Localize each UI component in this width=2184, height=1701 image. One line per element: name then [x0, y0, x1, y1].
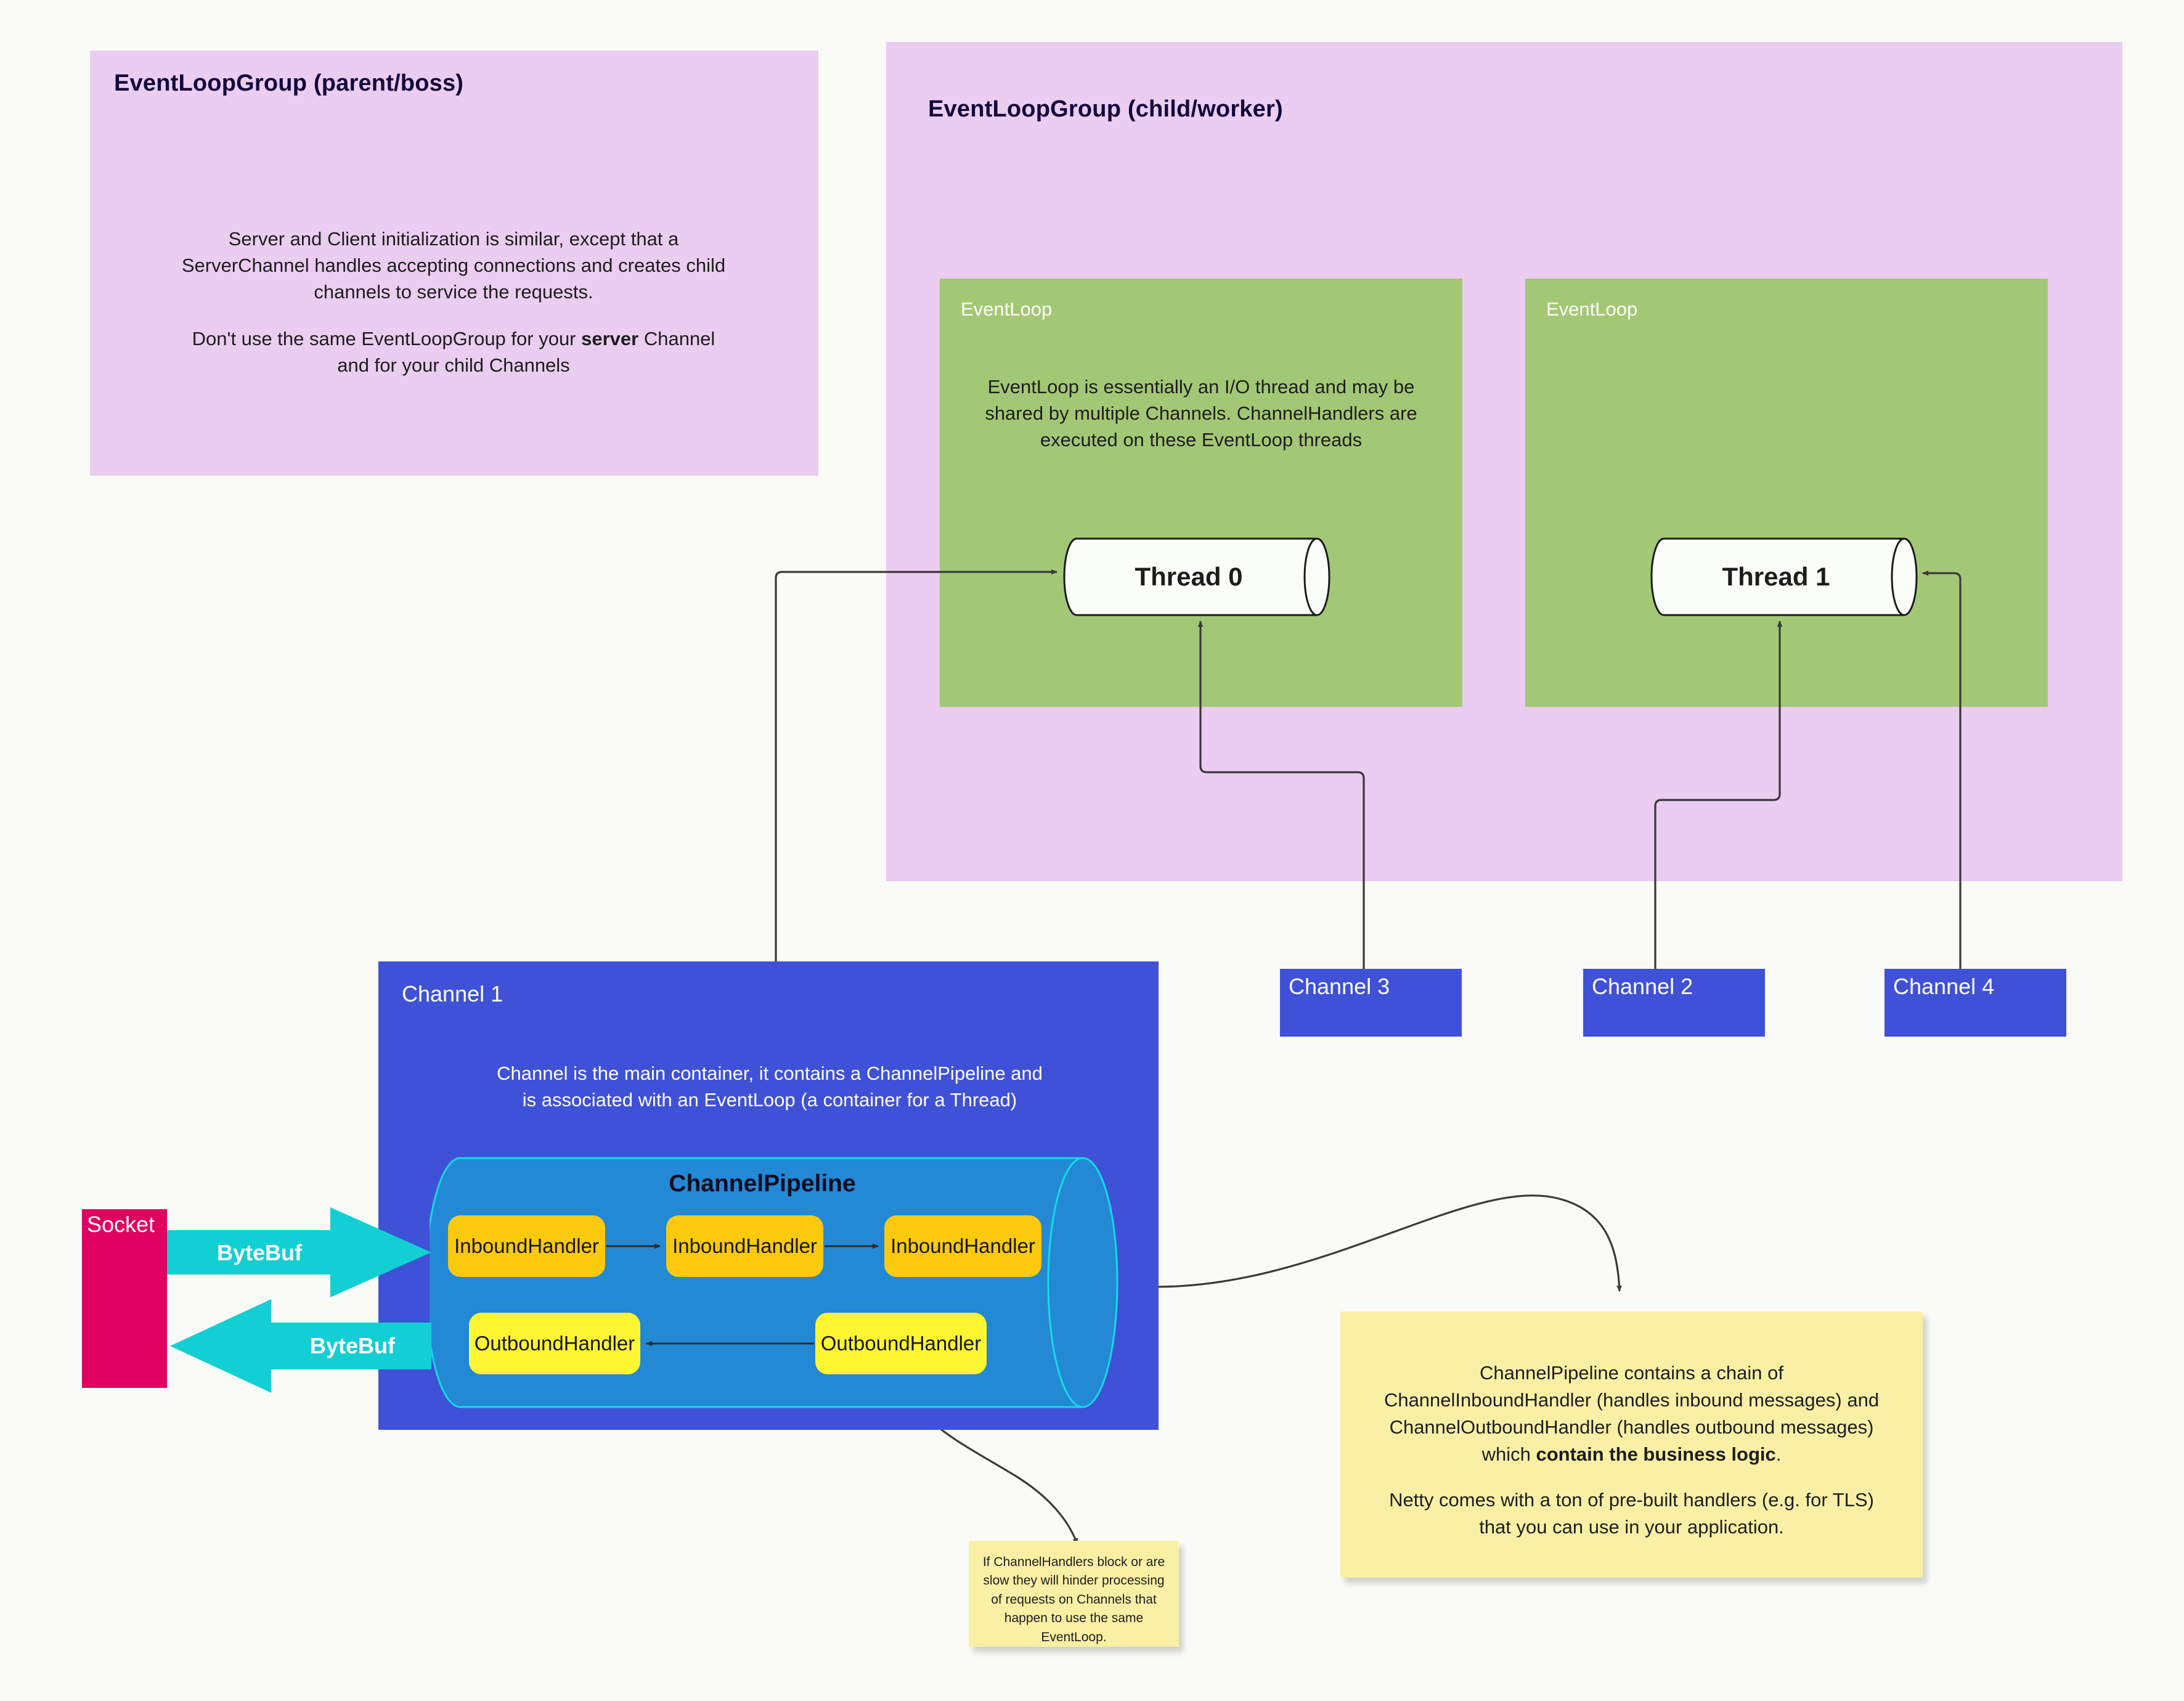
inbound-handler-3[interactable]: InboundHandler — [884, 1215, 1041, 1277]
note-cp-p1-post: . — [1775, 1443, 1782, 1466]
channel-label-1: Channel 1 — [402, 981, 503, 1006]
note-blocking-handlers: If ChannelHandlers block or are slow the… — [969, 1541, 1179, 1647]
eventloopgroup-parent-title: EventLoopGroup (parent/boss) — [114, 70, 464, 96]
note-channelpipeline: ChannelPipeline contains a chain of Chan… — [1340, 1311, 1923, 1578]
eventloop-box-0: EventLoop EventLoop is essentially an I/… — [940, 279, 1462, 707]
channel-pipeline: ChannelPipeline InboundHandler InboundHa… — [430, 1157, 1132, 1408]
parent-paragraph-2-bold: server — [581, 328, 639, 350]
eventloop-title-0: EventLoop — [961, 298, 1053, 320]
eventloop-description-0: EventLoop is essentially an I/O thread a… — [985, 376, 1417, 451]
socket-box[interactable]: Socket — [82, 1209, 167, 1388]
note-channelpipeline-paragraph-1: ChannelPipeline contains a chain of Chan… — [1377, 1360, 1886, 1468]
note-channelpipeline-body: ChannelPipeline contains a chain of Chan… — [1377, 1360, 1886, 1541]
channel-pipeline-title: ChannelPipeline — [669, 1170, 856, 1197]
channel-label-3: Channel 3 — [1289, 974, 1390, 999]
eventloopgroup-child-title: EventLoopGroup (child/worker) — [928, 96, 1283, 122]
thread-cylinder-0: Thread 0 — [1063, 537, 1337, 616]
parent-paragraph-1: Server and Client initialization is simi… — [181, 228, 726, 303]
eventloopgroup-parent-body: Server and Client initialization is simi… — [176, 226, 731, 379]
parent-paragraph-2: Don't use the same EventLoopGroup for yo… — [176, 326, 731, 379]
bytebuf-inbound-label: ByteBuf — [217, 1240, 303, 1265]
thread-cylinder-1: Thread 1 — [1650, 537, 1924, 616]
thread-cylinder-shape-0 — [1063, 537, 1330, 616]
channel-label-2: Channel 2 — [1592, 974, 1693, 999]
outbound-handler-2[interactable]: OutboundHandler — [815, 1313, 987, 1374]
eventloop-box-1: EventLoop — [1525, 279, 2048, 707]
channel-box-2[interactable]: Channel 2 — [1583, 969, 1765, 1037]
bytebuf-outbound-label: ByteBuf — [310, 1333, 396, 1358]
eventloopgroup-parent-panel: EventLoopGroup (parent/boss) Server and … — [90, 51, 818, 476]
channel-description-1: Channel is the main container, it contai… — [497, 1063, 1043, 1111]
inbound-handler-2[interactable]: InboundHandler — [666, 1215, 823, 1277]
note-channelpipeline-paragraph-2: Netty comes with a ton of pre-built hand… — [1389, 1489, 1874, 1538]
outbound-handler-1[interactable]: OutboundHandler — [469, 1313, 640, 1374]
eventloop-title-1: EventLoop — [1546, 298, 1638, 320]
thread-cylinder-shape-1 — [1650, 537, 1918, 616]
channel-box-4[interactable]: Channel 4 — [1885, 969, 2066, 1037]
inbound-handler-1[interactable]: InboundHandler — [448, 1215, 605, 1277]
note-cp-p1-pre: ChannelPipeline contains a chain of Chan… — [1383, 1362, 1880, 1466]
connector-pipeline-to-note — [1127, 1194, 1622, 1292]
note-cp-p1-bold: contain the business logic — [1536, 1443, 1776, 1466]
channel-label-4: Channel 4 — [1893, 974, 1995, 999]
parent-paragraph-2-post: Channel and for your child Channels — [337, 328, 715, 377]
channel-box-3[interactable]: Channel 3 — [1280, 969, 1462, 1037]
note-blocking-handlers-text: If ChannelHandlers block or are slow the… — [982, 1555, 1165, 1644]
channel-box-1[interactable]: Channel 1 Channel is the main container,… — [378, 961, 1159, 1430]
thread-label-0: Thread 0 — [1135, 562, 1243, 591]
thread-label-1: Thread 1 — [1722, 562, 1830, 591]
parent-paragraph-2-pre: Don't use the same EventLoopGroup for yo… — [192, 328, 582, 350]
socket-label: Socket — [87, 1212, 155, 1237]
